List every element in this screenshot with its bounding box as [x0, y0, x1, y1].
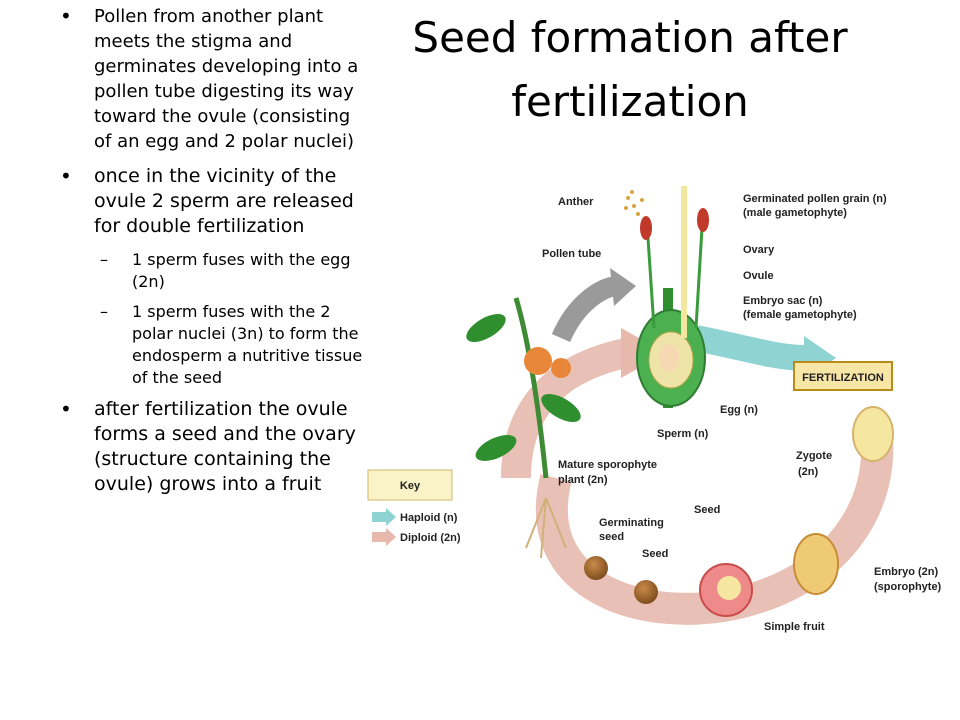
gray-arrow [551, 276, 619, 343]
diploid-key-arrowhead [386, 528, 396, 546]
label-seed-bottom: Seed [642, 548, 668, 560]
fertilization-label: FERTILIZATION [802, 372, 884, 384]
germinating-seed-shape [584, 556, 608, 580]
label-germinated-pollen: Germinated pollen grain (n) [743, 193, 887, 205]
bullet-pollen: Pollen from another plant meets the stig… [56, 4, 364, 154]
left-anther [640, 216, 652, 240]
left-stamen [646, 237, 656, 329]
diploid-key-arrow [372, 532, 386, 542]
label-germinating: Germinating [599, 517, 664, 529]
label-sporophyte: (sporophyte) [874, 581, 942, 593]
pollen-grains [624, 190, 644, 216]
label-seed-top: Seed [694, 504, 720, 516]
fruit-seed-shape [717, 576, 741, 600]
label-anther: Anther [558, 196, 594, 208]
label-embryo-sac: Embryo sac (n) [743, 295, 823, 307]
haploid-cycle-arrow [693, 325, 807, 371]
label-male-gametophyte: (male gametophyte) [743, 207, 847, 219]
label-ovule: Ovule [743, 270, 774, 282]
embryo-seed-shape [793, 533, 839, 595]
gray-arrowhead [610, 268, 636, 306]
haploid-key-arrowhead [386, 508, 396, 526]
bullet-double-fertilization: once in the vicinity of the ovule 2 sper… [56, 164, 364, 239]
key-haploid: Haploid (n) [400, 512, 458, 524]
label-egg: Egg (n) [720, 404, 758, 416]
plant-leaves [466, 314, 581, 461]
sub-bullet-egg: 1 sperm fuses with the egg (2n) [56, 249, 364, 293]
sub-bullet-polar-nuclei: 1 sperm fuses with the 2 polar nuclei (3… [56, 301, 364, 389]
seed-shape [634, 580, 658, 604]
key-box [367, 469, 453, 501]
key-diploid: Diploid (2n) [400, 532, 461, 544]
label-simple-fruit: Simple fruit [764, 621, 825, 633]
label-mature-sporophyte-2: plant (2n) [558, 474, 608, 486]
embryo-sac-shape [659, 344, 679, 372]
label-female-gametophyte: (female gametophyte) [743, 309, 857, 321]
bullet-list: Pollen from another plant meets the stig… [56, 4, 364, 507]
plant-stem [513, 297, 549, 479]
fertilization-box [793, 361, 893, 391]
label-zygote: Zygote [796, 450, 832, 462]
label-sperm: Sperm (n) [657, 428, 709, 440]
label-ovary: Ovary [743, 244, 775, 256]
label-zygote-ploidy: (2n) [798, 466, 819, 478]
label-embryo: Embryo (2n) [874, 566, 939, 578]
right-anther [697, 208, 709, 232]
plant-flowers [524, 347, 571, 378]
slide-title: Seed formation after fertilization [412, 13, 848, 126]
label-pollen-tube: Pollen tube [542, 248, 601, 260]
bullet-seed-fruit: after fertilization the ovule forms a se… [56, 397, 364, 497]
key-title: Key [400, 480, 421, 492]
zygote-shape [852, 406, 894, 462]
plant-roots [525, 497, 567, 559]
label-mature-sporophyte: Mature sporophyte [558, 459, 657, 471]
label-germinating-2: seed [599, 531, 624, 543]
right-stamen [694, 227, 704, 329]
life-cycle-figure: FERTILIZATION Anther Pollen tube Germina… [366, 178, 960, 648]
haploid-key-arrow [372, 512, 386, 522]
